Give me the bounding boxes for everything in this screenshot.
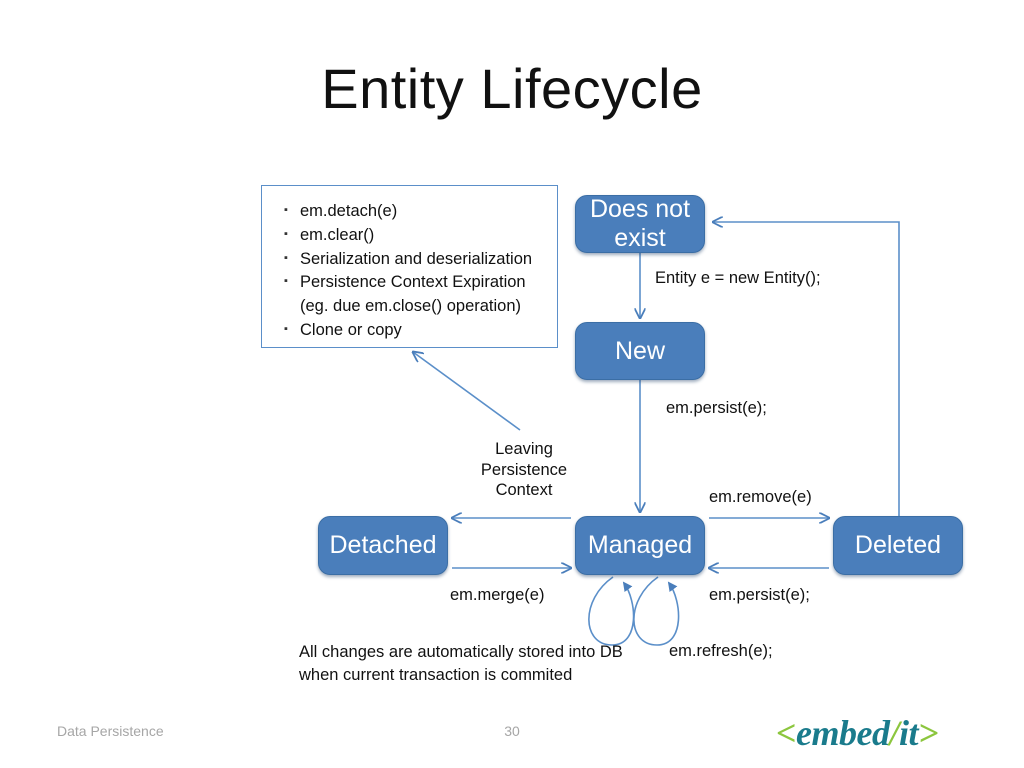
state-box-does-not-exist[interactable]: Does not exist: [575, 195, 705, 253]
logo-slash: /: [889, 713, 899, 753]
list-item-label: em.clear(): [300, 225, 375, 244]
logo-open-bracket: <: [776, 713, 797, 753]
self-loop-managed-autoflush: [588, 576, 635, 646]
list-item-label: Clone or copy: [300, 320, 402, 339]
list-item-label: em.detach(e): [300, 202, 398, 220]
embedit-logo: <embed/it>: [776, 712, 939, 754]
bullet-icon: ▪: [284, 275, 288, 288]
footer-page-number: 30: [504, 723, 520, 739]
state-box-label: New: [614, 336, 665, 365]
edge-label-em-remove: em.remove(e): [709, 488, 812, 506]
state-box-managed[interactable]: Managed: [575, 516, 705, 575]
state-box-label: Detached: [329, 531, 437, 560]
list-item: ▪ Serialization and deserialization: [284, 248, 557, 272]
detach-reasons-box: ▪ em.detach(e) ▪ em.clear() ▪ Serializat…: [261, 185, 558, 348]
list-item-label: Persistence Context Expiration: [300, 273, 526, 292]
edge-label-entity-new: Entity e = new Entity();: [655, 269, 821, 287]
state-box-label: Managed: [587, 531, 693, 560]
edge-label-all-changes-stored: All changes are automatically stored int…: [299, 643, 623, 684]
bullet-icon: ▪: [284, 204, 288, 216]
bullet-icon: ▪: [284, 251, 288, 264]
state-box-label: Deleted: [854, 531, 942, 560]
self-loop-managed-refresh: [633, 576, 680, 646]
edge-leaving-persistence-context: [413, 352, 521, 431]
logo-word-it: it: [899, 713, 919, 753]
logo-word-embed: embed: [796, 713, 890, 753]
edge-label-em-persist-new-to-managed: em.persist(e);: [666, 399, 767, 417]
edge-label-em-persist-deleted-to-managed: em.persist(e);: [709, 586, 810, 604]
list-item: ▪ Persistence Context Expiration (eg. du…: [284, 271, 557, 319]
bullet-icon: ▪: [284, 322, 288, 335]
edge-label-em-merge: em.merge(e): [450, 586, 545, 604]
list-item: ▪ Clone or copy: [284, 319, 557, 343]
edge-label-leaving-persistence-context: Leaving Persistence Context: [480, 440, 568, 500]
edge-deleted-to-doesnotexist: [713, 222, 900, 516]
state-box-detached[interactable]: Detached: [318, 516, 448, 575]
state-box-deleted[interactable]: Deleted: [833, 516, 963, 575]
state-box-label: Does not exist: [589, 195, 691, 252]
bullet-icon: ▪: [284, 227, 288, 240]
edge-label-em-refresh: em.refresh(e);: [669, 642, 773, 660]
logo-close-bracket: >: [918, 713, 939, 753]
footer-section-name: Data Persistence: [57, 723, 164, 739]
list-item: ▪ em.clear(): [284, 224, 557, 248]
list-item: ▪ em.detach(e): [284, 200, 557, 224]
state-box-new[interactable]: New: [575, 322, 705, 380]
list-item-label: Serialization and deserialization: [300, 249, 533, 268]
page-title: Entity Lifecycle: [321, 57, 703, 120]
detach-reasons-list: ▪ em.detach(e) ▪ em.clear() ▪ Serializat…: [262, 186, 557, 343]
list-item-sublabel: (eg. due em.close() operation): [300, 297, 522, 315]
